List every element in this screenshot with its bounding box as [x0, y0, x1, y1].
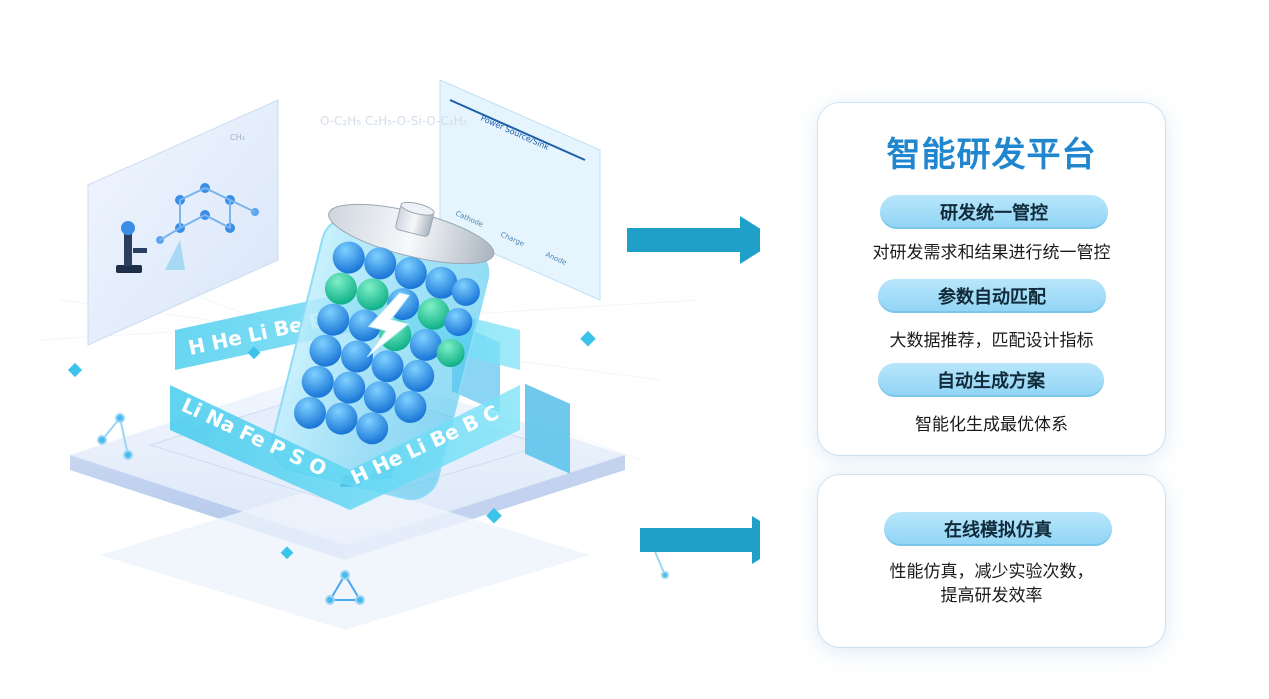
svg-text:CH₃: CH₃	[230, 133, 245, 142]
ion-spheres	[294, 241, 480, 445]
feature-pill-unified-control: 研发统一管控	[880, 195, 1108, 229]
floating-cubes	[67, 330, 596, 560]
simulation-pill: 在线模拟仿真	[884, 512, 1112, 546]
flask-icon	[165, 240, 185, 270]
feature-pill-auto-generate: 自动生成方案	[878, 363, 1104, 397]
battery-illustration: CH₃ Power Source/Sink Cathode Charge Ano…	[39, 79, 760, 630]
simulation-desc-line1: 性能仿真，减少实验次数，	[889, 562, 1094, 582]
feature-desc-param-matching: 大数据推荐，匹配设计指标	[889, 331, 1094, 351]
microscope-screen: CH₃	[87, 99, 279, 346]
lightning-bolt-icon	[366, 292, 411, 358]
formula-text: O-C₂H₅ C₂H₅-O-Si-O-C₂H₅	[320, 114, 468, 128]
simulation-card: 在线模拟仿真 性能仿真，减少实验次数， 提高研发效率	[818, 475, 1165, 647]
microscope-icon	[116, 221, 147, 273]
molecule-graphic	[156, 183, 259, 244]
arrow-to-simulation	[640, 516, 760, 564]
platform-card: 智能研发平台 研发统一管控 对研发需求和结果进行统一管控 参数自动匹配 大数据推…	[818, 103, 1165, 455]
simulation-desc-line2: 提高研发效率	[940, 586, 1043, 606]
platform-title: 智能研发平台	[886, 135, 1097, 175]
feature-desc-unified-control: 对研发需求和结果进行统一管控	[872, 243, 1111, 263]
arrow-to-platform	[627, 216, 760, 264]
feature-pill-param-matching: 参数自动匹配	[878, 279, 1106, 313]
feature-desc-auto-generate: 智能化生成最优体系	[915, 415, 1068, 435]
molecule-nodes	[97, 413, 669, 605]
